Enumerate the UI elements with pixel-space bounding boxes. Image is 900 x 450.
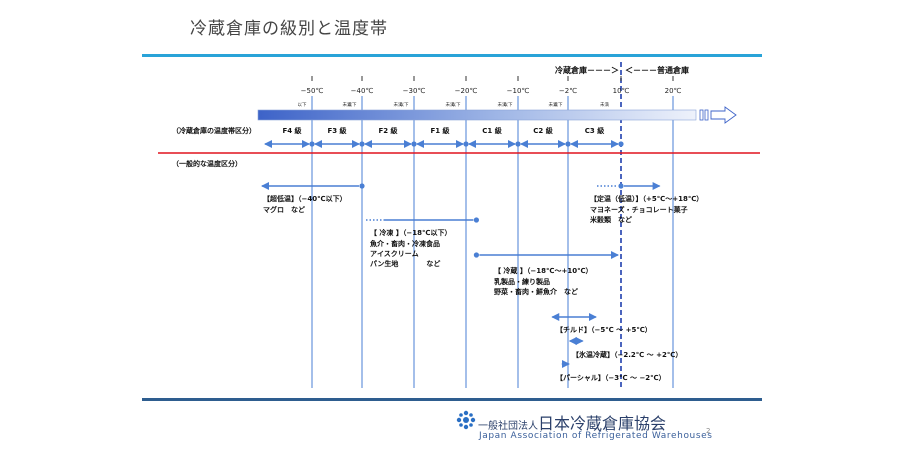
boundary-small-label: 以下 xyxy=(452,102,461,108)
category-example-text: 魚介・畜肉・冷凍食品 xyxy=(370,239,440,248)
category-example-text: 野菜・畜肉・鮮魚介 など xyxy=(494,287,578,296)
slide-title: 冷蔵倉庫の級別と温度帯 xyxy=(190,19,388,39)
category-example-text: アイスクリーム xyxy=(370,249,419,258)
thermometer-bar xyxy=(257,109,697,121)
grade-label: F4 級 xyxy=(282,126,302,135)
boundary-small-label: 未満 xyxy=(446,101,455,108)
scale-tick-label: −40℃ xyxy=(351,87,374,95)
grade-label: C3 級 xyxy=(585,126,605,135)
boundary-small-label: 未満 xyxy=(343,101,352,108)
association-logo-icon xyxy=(456,410,476,430)
category-example-text: 米穀類 など xyxy=(589,215,632,224)
scale-tick-label: 20℃ xyxy=(665,87,682,95)
category-label-chilled: 【チルド】（−5℃ 〜 +5℃） xyxy=(556,326,652,334)
category-label-frozen: 【 冷凍 】（−18℃以下） xyxy=(370,228,451,237)
category-example-text: パン生地 など xyxy=(370,259,440,268)
grade-boundary-dot xyxy=(618,141,624,147)
boundary-small-label: 以下 xyxy=(554,102,563,108)
boundary-small-label: 未満 xyxy=(600,101,609,108)
category-endpoint-dot xyxy=(359,183,365,189)
grade-boundary-dot xyxy=(565,141,571,147)
category-endpoint-dot xyxy=(473,217,479,223)
boundary-small-label: 以下 xyxy=(504,102,513,108)
category-endpoint-dot xyxy=(618,183,624,189)
scale-tick-label: −50℃ xyxy=(301,87,324,95)
general-row-label: （一般的な温度区分） xyxy=(172,159,242,168)
boundary-small-label: 未満 xyxy=(394,101,403,108)
category-label-ice-temp: 【氷温冷蔵】（−2.2℃ 〜 +2℃） xyxy=(572,350,682,359)
association-prefix: 一般社団法人 xyxy=(478,421,538,432)
page-number: 2 xyxy=(706,427,711,435)
association-name: 一般社団法人日本冷蔵倉庫協会 xyxy=(478,410,666,434)
category-label-constant-temp: 【定温（低温）】（+5℃〜+18℃） xyxy=(590,194,703,203)
cold-storage-header: 冷蔵倉庫－－－＞ xyxy=(555,65,619,75)
category-example-text: マヨネーズ・チョコレート菓子 xyxy=(590,205,688,214)
scale-tick-label: −20℃ xyxy=(455,87,478,95)
grade-boundary-dot xyxy=(463,141,469,147)
grade-row-label: （冷蔵倉庫の温度帯区分） xyxy=(172,126,256,135)
scale-tick-label: −2℃ xyxy=(559,87,577,95)
boundary-small-label: 未満 xyxy=(549,101,558,108)
thermometer-end-tick xyxy=(704,109,709,121)
category-label-refrigerated: 【 冷蔵 】（−18℃〜+10℃） xyxy=(494,266,593,275)
boundary-small-label: 未満 xyxy=(498,101,507,108)
boundary-small-label: 以下 xyxy=(348,102,357,108)
scale-tick-label: −30℃ xyxy=(403,87,426,95)
boundary-small-label: 以下 xyxy=(298,102,307,108)
category-example-text: マグロ など xyxy=(263,205,305,214)
normal-storage-header: ＜－－－普通倉庫 xyxy=(625,65,689,75)
category-endpoint-dot xyxy=(473,252,479,258)
bottom-accent-bar xyxy=(142,398,762,401)
category-label-ultra-low: 【超低温】（−40℃以下） xyxy=(263,194,347,203)
scale-tick-label: 10℃ xyxy=(613,87,630,95)
grade-label: C2 級 xyxy=(533,126,553,135)
category-label-partial: 【パーシャル】（−3℃ 〜 −2℃） xyxy=(556,373,666,382)
association-name-main: 日本冷蔵倉庫協会 xyxy=(538,414,667,433)
grade-label: F2 級 xyxy=(378,126,398,135)
category-example-text: 乳製品・練り製品 xyxy=(494,277,550,286)
grade-boundary-dot xyxy=(359,141,365,147)
grade-label: F1 級 xyxy=(430,126,450,135)
grade-label: F3 級 xyxy=(327,126,347,135)
grade-boundary-dot xyxy=(309,141,315,147)
grade-boundary-dot xyxy=(515,141,521,147)
grade-boundary-dot xyxy=(411,141,417,147)
grade-label: C1 級 xyxy=(482,126,502,135)
association-english-name: Japan Association of Refrigerated Wareho… xyxy=(479,431,713,441)
scale-tick-label: −10℃ xyxy=(507,87,530,95)
thermometer-arrow-icon xyxy=(710,106,737,124)
boundary-small-label: 以下 xyxy=(400,102,409,108)
thermometer-end-tick xyxy=(699,109,704,121)
top-accent-bar xyxy=(142,54,762,57)
